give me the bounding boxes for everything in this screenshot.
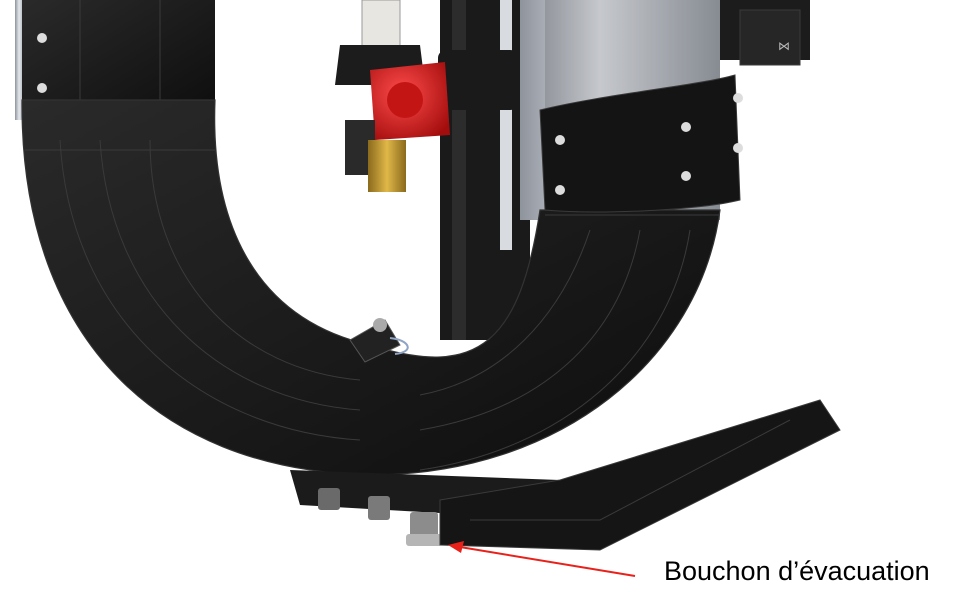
bolt-icon [37, 83, 47, 93]
drain-plug-icon [406, 512, 442, 546]
callout-label: Bouchon d’évacuation [664, 556, 930, 586]
valve-assembly [335, 0, 518, 192]
skid-bracket [439, 399, 841, 551]
bolt-icon [555, 135, 565, 145]
bolt-icon [555, 185, 565, 195]
left-tube [15, 0, 215, 120]
bolt-icon [681, 171, 691, 181]
bolt-icon [37, 33, 47, 43]
top-bracket: ⋈ [720, 0, 810, 66]
svg-text:⋈: ⋈ [778, 39, 790, 53]
callout-arrow [448, 541, 636, 577]
pipe-clamp [539, 74, 743, 213]
bolt-icon [733, 93, 743, 103]
bolt-icon [733, 143, 743, 153]
bolt-icon [681, 122, 691, 132]
red-valve-handle-icon [370, 62, 450, 140]
u-shaped-pipe [21, 99, 721, 476]
pipe-clip [349, 318, 409, 363]
